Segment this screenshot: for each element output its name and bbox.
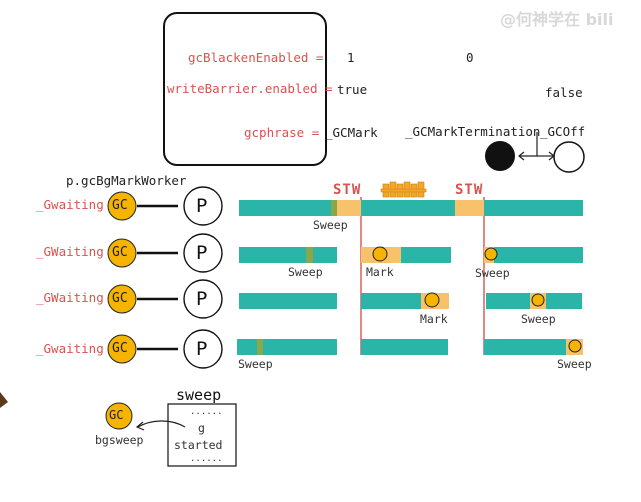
row3-bar-c xyxy=(486,293,530,309)
state-white-circle xyxy=(553,141,585,173)
row3-bar-a xyxy=(239,293,337,309)
var-writebarrier: writeBarrier.enabled = xyxy=(167,81,333,96)
vars-box xyxy=(163,12,327,166)
sweep-box-started: started xyxy=(174,438,223,452)
sweep-box-g: g xyxy=(198,421,205,435)
row2-label-sweep2: Sweep xyxy=(475,266,510,280)
row2-bar-c xyxy=(494,247,583,263)
bgsweep-gc-icon xyxy=(105,402,133,430)
state-black-circle xyxy=(485,141,515,171)
p-text-row1: P xyxy=(196,195,208,217)
value-blacken-0: 0 xyxy=(466,50,474,65)
var-gcphase: gcphrase = xyxy=(244,125,320,140)
row3-label-mark: Mark xyxy=(420,312,448,326)
value-phase-off: _GCOff xyxy=(540,124,586,139)
p-text-row3: P xyxy=(196,288,208,310)
value-barrier-true: true xyxy=(337,82,368,97)
gc-icon-row2 xyxy=(107,238,137,268)
row2-label-sweep: Sweep xyxy=(288,265,323,279)
gc-text-row1: GC xyxy=(112,198,128,213)
left-edge-arrow-icon xyxy=(0,392,8,408)
row4-bar-a xyxy=(237,339,337,355)
row4-bar-c xyxy=(484,339,566,355)
stop-fence-icon xyxy=(380,181,427,198)
p-icon-row2 xyxy=(183,233,223,273)
sweep-box-dots-bottom: ...... xyxy=(190,454,223,464)
row1-bar-b xyxy=(361,200,455,216)
p-icon-row3 xyxy=(183,279,223,319)
watermark: @何神学在 bili xyxy=(500,10,614,29)
row4-status: _Gwaiting xyxy=(36,341,104,356)
sweep-box-dots-top: ...... xyxy=(190,407,223,417)
row2-status: _GWaiting xyxy=(36,244,104,259)
row3-bar-b xyxy=(361,293,421,309)
gc-text-row3: GC xyxy=(112,291,128,306)
value-barrier-false: false xyxy=(545,85,583,100)
gc-text-row2: GC xyxy=(112,245,128,260)
bgsweep-label: bgsweep xyxy=(95,433,144,447)
value-phase-termination: _GCMarkTermination xyxy=(405,124,541,139)
stw-label-1: STW xyxy=(333,182,362,198)
row2-bar-a xyxy=(239,247,337,263)
row1-stw-a xyxy=(337,200,361,216)
row3-label-sweep: Sweep xyxy=(521,312,556,326)
gc-icon-row3 xyxy=(107,284,137,314)
row1-bar-a xyxy=(239,200,337,216)
sweep-box xyxy=(167,403,237,467)
p-icon-row4 xyxy=(183,329,223,369)
sweep-box-title: sweep xyxy=(176,386,222,404)
row2-bar-b xyxy=(401,247,451,263)
worker-label: p.gcBgMarkWorker xyxy=(66,173,187,188)
value-blacken-1: 1 xyxy=(347,50,355,65)
stw-label-2: STW xyxy=(455,182,484,198)
row1-stw-b xyxy=(455,200,484,216)
row1-label-sweep: Sweep xyxy=(313,218,348,232)
p-text-row2: P xyxy=(196,242,208,264)
row1-status: _Gwaiting xyxy=(36,197,104,212)
row4-bar-b xyxy=(361,339,448,355)
gc-icon-row1 xyxy=(107,191,137,221)
gc-icon-row4 xyxy=(107,334,137,364)
value-phase-mark: _GCMark xyxy=(325,125,378,140)
row4-label-sweep2: Sweep xyxy=(557,357,592,371)
row4-label-sweep: Sweep xyxy=(238,357,273,371)
row1-bar-c xyxy=(484,200,583,216)
row3-status: _GWaiting xyxy=(36,290,104,305)
sweep-arrow xyxy=(137,420,186,428)
p-text-row4: P xyxy=(196,338,208,360)
row2-label-mark: Mark xyxy=(366,265,394,279)
p-icon-row1 xyxy=(183,186,223,226)
var-gcblackenenabled: gcBlackenEnabled = xyxy=(188,50,324,65)
gc-text-row4: GC xyxy=(112,341,128,356)
bgsweep-gc-text: GC xyxy=(109,408,124,422)
